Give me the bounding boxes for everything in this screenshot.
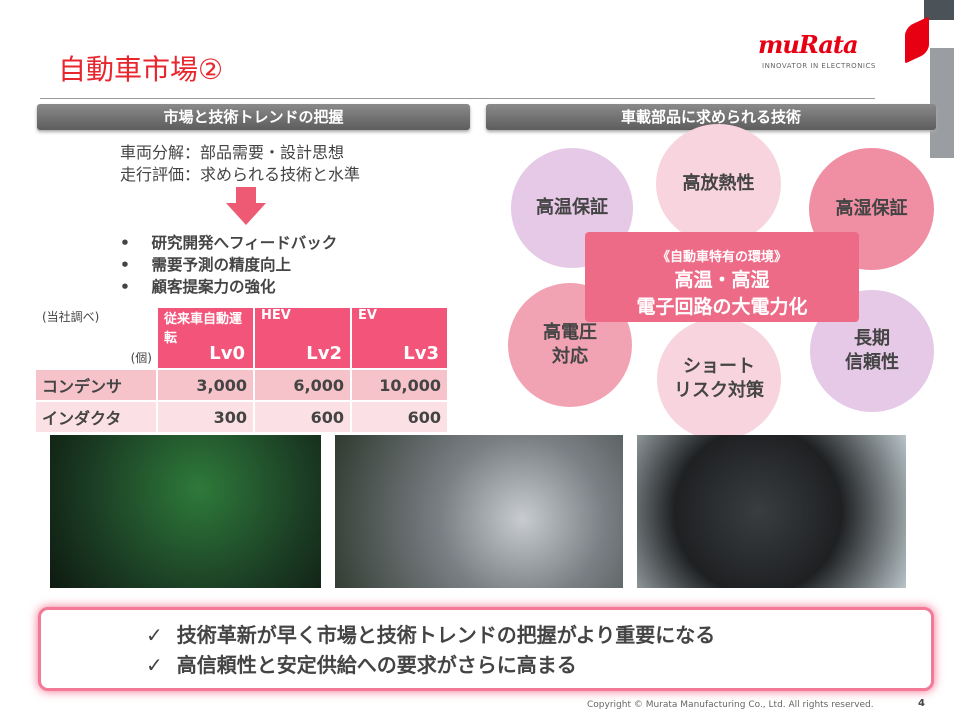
slide-title: 自動車市場② (58, 53, 224, 86)
logo-tagline: INNOVATOR IN ELECTRONICS (762, 62, 876, 70)
analysis-line: 走行評価：求められる技術と水準 (120, 165, 361, 184)
bullet-item: • 需要予測の精度向上 (120, 256, 292, 274)
engine-photo (637, 435, 906, 588)
page-number: 4 (918, 698, 925, 709)
bullet-list: • 研究開発へフィードバック • 需要予測の精度向上 • 顧客提案力の強化 (120, 232, 337, 298)
check-icon: ✓ (146, 653, 163, 677)
environment-line: 高温・高湿 (674, 269, 770, 291)
environment-line: 電子回路の大電力化 (636, 296, 808, 318)
right-section-header: 車載部品に求められる技術 (486, 104, 936, 130)
circle-heat-dissipation: 高放熱性 (656, 124, 781, 244)
conclusion-box: ✓ 技術革新が早く市場と技術トレンドの把握がより重要になる ✓ 高信頼性と安定供… (38, 607, 934, 691)
table-unit: (個) (130, 351, 152, 365)
down-arrow-icon (226, 187, 266, 225)
corner-decoration (905, 16, 929, 64)
bullet-item: • 研究開発へフィードバック (120, 234, 338, 252)
environment-box: 《自動車特有の環境》 高温・高湿 電子回路の大電力化 (585, 232, 859, 322)
corner-decoration (924, 0, 954, 20)
conclusion-item: ✓ 高信頼性と安定供給への要求がさらに高まる (146, 653, 577, 677)
circuit-board-photo (50, 435, 321, 588)
copyright: Copyright © Murata Manufacturing Co., Lt… (587, 700, 874, 710)
environment-subtitle: 《自動車特有の環境》 (656, 250, 787, 265)
motor-photo (335, 435, 623, 588)
left-section-header: 市場と技術トレンドの把握 (37, 104, 470, 130)
title-divider (40, 98, 875, 99)
murata-logo: muRata (758, 30, 859, 59)
circle-long-reliability: 長期 信頼性 (810, 290, 934, 412)
analysis-line: 車両分解：部品需要・設計思想 (120, 143, 345, 162)
bullet-item: • 顧客提案力の強化 (120, 278, 276, 296)
circle-short-risk: ショート リスク対策 (657, 318, 781, 440)
table-note: (当社調べ) (42, 310, 100, 324)
corner-decoration (930, 48, 954, 158)
conclusion-item: ✓ 技術革新が早く市場と技術トレンドの把握がより重要になる (146, 623, 716, 647)
check-icon: ✓ (146, 623, 163, 647)
